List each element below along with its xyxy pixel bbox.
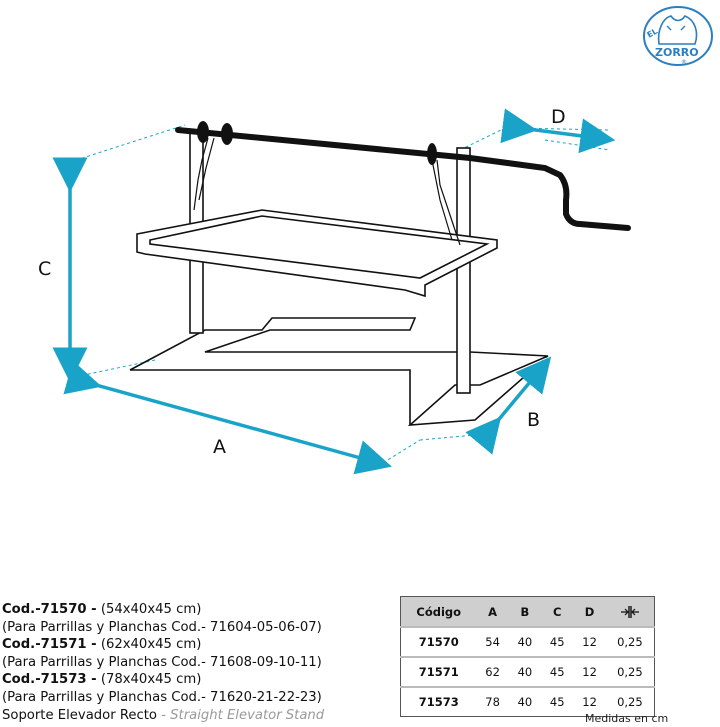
units-note: Medidas en cm	[585, 712, 669, 725]
table-header-row: Código A B C D	[400, 596, 655, 627]
cell-gap: 0,25	[605, 686, 655, 717]
product-code: Cod.-71571 -	[2, 637, 97, 653]
cell-d: 12	[573, 626, 606, 657]
table-row: 71570 54 40 45 12 0,25	[400, 626, 655, 657]
elevator-stand-diagram: C A B D	[38, 106, 631, 475]
col-header-d: D	[573, 596, 606, 627]
cell-gap: 0,25	[605, 656, 655, 687]
cell-code: 71570	[400, 626, 477, 657]
cell-a: 62	[476, 656, 509, 687]
cell-a: 54	[476, 626, 509, 657]
table-row: 71573 78 40 45 12 0,25	[400, 686, 655, 717]
col-header-c: C	[541, 596, 574, 627]
cell-code: 71571	[400, 656, 477, 687]
col-header-a: A	[476, 596, 509, 627]
dimension-label-a: A	[213, 436, 226, 458]
title-spanish: Soporte Elevador Recto	[2, 707, 157, 723]
product-row-71571: Cod.-71571 - (62x40x45 cm)	[2, 636, 392, 654]
cell-code: 71573	[400, 686, 477, 717]
cell-gap: 0,25	[605, 626, 655, 657]
product-size: (62x40x45 cm)	[100, 637, 202, 653]
title-english: Straight Elevator Stand	[170, 707, 325, 723]
col-header-b: B	[508, 596, 542, 627]
col-header-codigo: Código	[400, 596, 477, 627]
dimension-label-c: C	[38, 258, 51, 280]
cell-b: 40	[508, 686, 542, 717]
product-code: Cod.-71573 -	[2, 672, 97, 688]
chains	[193, 137, 461, 246]
dimension-label-d: D	[551, 106, 566, 128]
product-note: (Para Parrillas y Planchas Cod.- 71608-0…	[2, 654, 322, 670]
product-row-71570: Cod.-71570 - (54x40x45 cm)	[2, 601, 392, 619]
gap-icon	[620, 605, 639, 618]
product-note: (Para Parrillas y Planchas Cod.- 71604-0…	[2, 619, 322, 635]
cell-c: 45	[541, 656, 574, 687]
product-size: (54x40x45 cm)	[100, 602, 202, 617]
product-size: (78x40x45 cm)	[100, 672, 202, 688]
dimension-arrows	[52, 108, 616, 475]
cell-c: 45	[541, 626, 574, 657]
spit-bar	[175, 127, 631, 231]
cell-d: 12	[573, 686, 606, 717]
base-frame	[129, 317, 549, 426]
el-zorro-logo: EL ZORRO ®	[643, 6, 713, 66]
specification-table: Código A B C D 71570 54 40 45 12 0,25	[400, 596, 655, 717]
spit-disks	[197, 121, 437, 165]
cell-d: 12	[573, 656, 606, 687]
right-upright	[456, 147, 471, 394]
title-separator: -	[157, 707, 171, 723]
logo-text-zorro: ZORRO	[655, 46, 699, 59]
dimension-label-b: B	[527, 409, 540, 431]
cell-c: 45	[541, 686, 574, 717]
cell-a: 78	[476, 686, 509, 717]
grill-tray	[136, 209, 498, 298]
product-code: Cod.-71570 -	[2, 602, 97, 617]
cell-b: 40	[508, 656, 542, 687]
product-description: Cod.-71570 - (54x40x45 cm) (Para Parrill…	[2, 601, 392, 724]
product-row-71573: Cod.-71573 - (78x40x45 cm)	[2, 671, 392, 689]
table-row: 71571 62 40 45 12 0,25	[400, 656, 655, 687]
logo-text-registered: ®	[681, 59, 687, 66]
cell-b: 40	[508, 626, 542, 657]
product-note: (Para Parrillas y Planchas Cod.- 71620-2…	[2, 689, 322, 705]
col-header-gap	[605, 596, 655, 627]
product-title: Soporte Elevador Recto - Straight Elevat…	[2, 707, 392, 725]
